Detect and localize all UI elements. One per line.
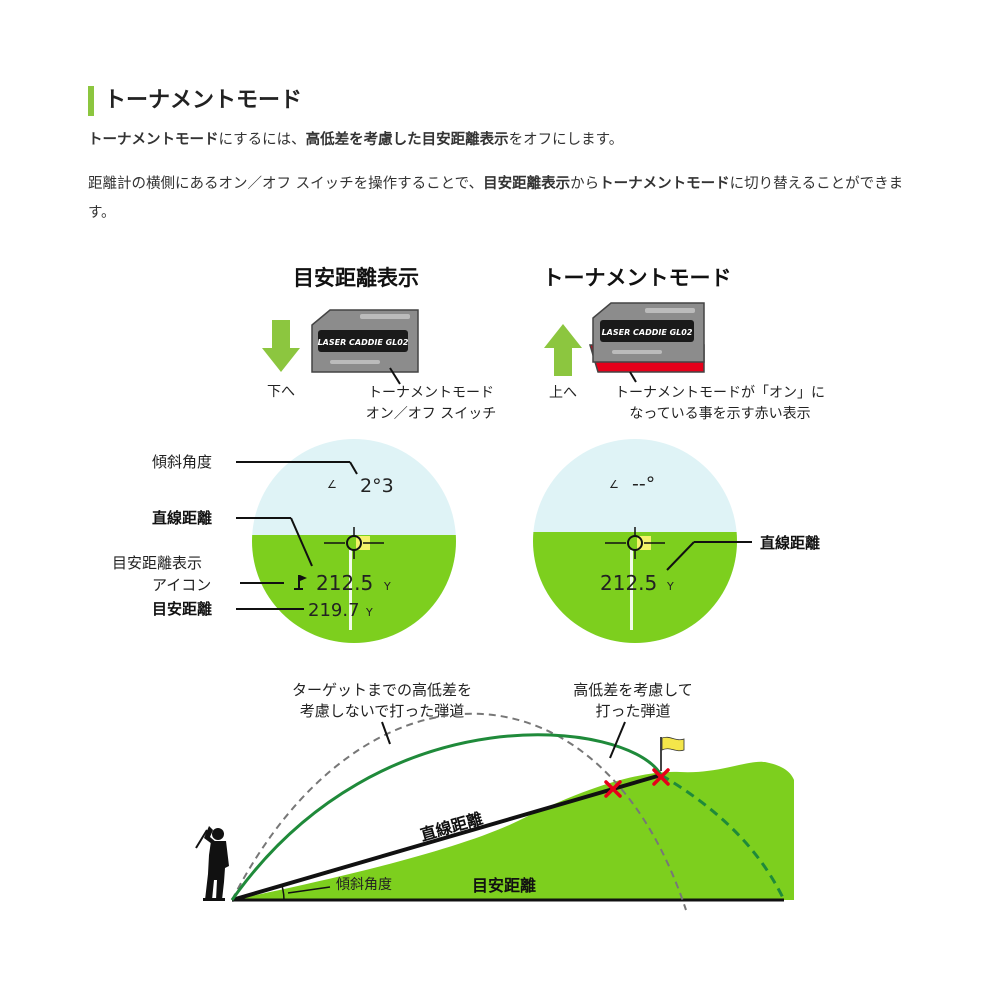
left-scope-view [252,439,456,643]
golfer-icon [195,826,229,901]
switch-leader-line [389,367,401,385]
down-arrow-label: 下へ [267,384,295,400]
text-segment: をオフにします。 [508,132,624,148]
red-indicator-label-line2: なっている事を示す赤い表示 [629,406,810,422]
left-device-body: LASER CADDIE GL02 [311,309,419,373]
no-elevation-trajectory-label-line1: ターゲットまでの高低差を [292,681,472,699]
text-segment: に切り替えることができます。 [88,176,904,221]
switch-paragraph: 距離計の横側にあるオン／オフ スイッチを操作することで、目安距離表示からトーナメ… [88,170,918,228]
up-arrow-label: 上へ [549,385,577,401]
emphasis-tournament-mode: トーナメントモード [599,176,730,192]
pin-flag-icon [660,736,685,771]
left-crosshair-icon [324,527,384,559]
section-heading: トーナメントモード [88,86,302,116]
right-angle-value: --° [632,473,655,495]
terrain-hill [232,761,794,900]
right-crosshair-icon [605,527,665,559]
right-device-body: LASER CADDIE GL02 [588,302,705,373]
straight-distance-unit: Y [383,580,391,593]
miss-mark-icon [604,780,622,798]
down-arrow-icon [262,320,300,372]
flag-icon [294,575,307,590]
target-mark-icon [652,768,670,786]
angle-value: 2°3 [360,475,394,497]
left-panel-title: 目安距離表示 [293,266,419,290]
emphasis-guide-display: 高低差を考慮した目安距離表示 [305,132,509,148]
guide-icon-label-line2: アイコン [152,576,211,594]
right-straight-distance-value: 212.5 [600,571,657,595]
intro-paragraph: トーナメントモードにするには、高低差を考慮した目安距離表示をオフにします。 [88,126,928,155]
guide-distance-value: 219.7 [308,600,360,621]
straight-distance-value: 212.5 [316,571,373,595]
elevation-trajectory-curve [230,733,663,901]
left-device-label: LASER CADDIE GL02 [318,338,409,347]
trajectory-guide-distance-label: 目安距離 [472,876,536,895]
angle-symbol-icon: ∠ [609,478,619,491]
elevation-trajectory-label-line2: 打った弾道 [595,702,670,720]
up-arrow-icon [544,324,582,376]
straight-distance-label: 直線距離 [152,509,212,527]
emphasis-guide-display: 目安距離表示 [483,176,571,192]
elevation-trajectory-label-line1: 高低差を考慮して [573,681,693,699]
right-device-label: LASER CADDIE GL02 [602,328,693,337]
text-segment: にするには、 [218,132,306,148]
switch-label-line2: オン／オフ スイッチ [366,406,496,422]
right-panel-title: トーナメントモード [543,266,732,290]
elevation-trajectory-extension [660,773,786,901]
text-segment: から [570,176,600,192]
emphasis-tournament-mode: トーナメントモード [88,132,219,148]
switch-label-line1: トーナメントモード [368,385,494,401]
text-segment: 距離計の横側にあるオン／オフ スイッチを操作することで、 [88,176,484,192]
trajectory-angle-label: 傾斜角度 [336,877,392,893]
right-scope-view [533,439,737,643]
right-straight-distance-unit: Y [666,580,674,593]
guide-icon-label-line1: 目安距離表示 [112,554,202,572]
guide-distance-unit: Y [365,606,373,619]
angle-symbol-icon: ∠ [327,478,337,491]
red-indicator-label-line1: トーナメントモードが「オン」に [615,385,825,401]
no-elevation-trajectory-curve [231,712,687,911]
no-elevation-trajectory-label-line2: 考慮しないで打った弾道 [300,702,465,720]
red-indicator-leader-line [629,371,637,383]
right-straight-distance-label: 直線距離 [760,534,820,552]
angle-label: 傾斜角度 [152,453,212,471]
guide-distance-label: 目安距離 [152,600,212,618]
straight-distance-line [231,773,662,902]
